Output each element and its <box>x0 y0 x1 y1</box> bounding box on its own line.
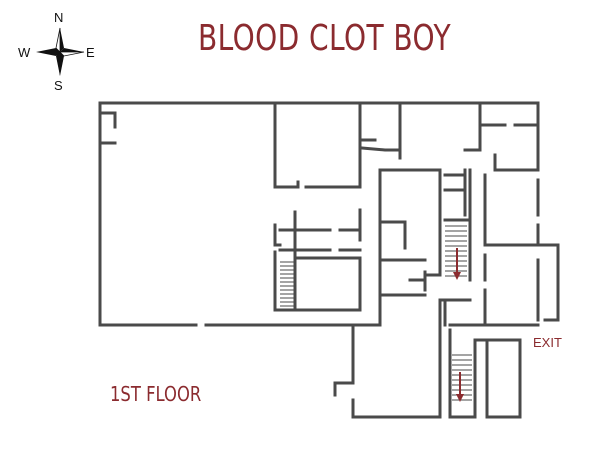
wall-lower-block <box>333 323 355 397</box>
wall-alcove <box>98 111 117 129</box>
compass-north: N <box>54 10 64 25</box>
wall-stair-left-8 <box>278 256 362 312</box>
wall-room-top-center <box>273 101 300 189</box>
compass-south: S <box>54 78 63 93</box>
stair-arrow-icon <box>456 372 464 402</box>
wall-room-tr-4 <box>493 153 540 172</box>
map-title: BLOOD CLOT BOY <box>198 18 452 59</box>
wall-small-room <box>378 220 407 250</box>
compass-west: W <box>18 45 31 60</box>
stair-arrow-icon <box>453 248 461 280</box>
stairs-lower <box>452 354 472 401</box>
wall-exit-block <box>536 243 560 322</box>
wall-outer-left-bottom <box>98 101 540 327</box>
wall-lower-block-3 <box>351 298 442 419</box>
wall-stair-left <box>273 223 282 247</box>
wall-right-room <box>483 173 540 247</box>
wall-outer-left <box>204 168 402 327</box>
wall-corridor-small-2 <box>443 188 467 202</box>
wall-lower-block-7 <box>485 338 522 419</box>
compass-east: E <box>86 45 95 60</box>
stairs-left <box>280 261 295 307</box>
wall-right-room-2 <box>483 288 522 327</box>
floor-label: 1ST FLOOR <box>110 382 202 406</box>
wall-corridor-top <box>360 146 402 152</box>
wall-lower-block-6 <box>448 328 487 419</box>
exit-label: EXIT <box>533 335 562 350</box>
